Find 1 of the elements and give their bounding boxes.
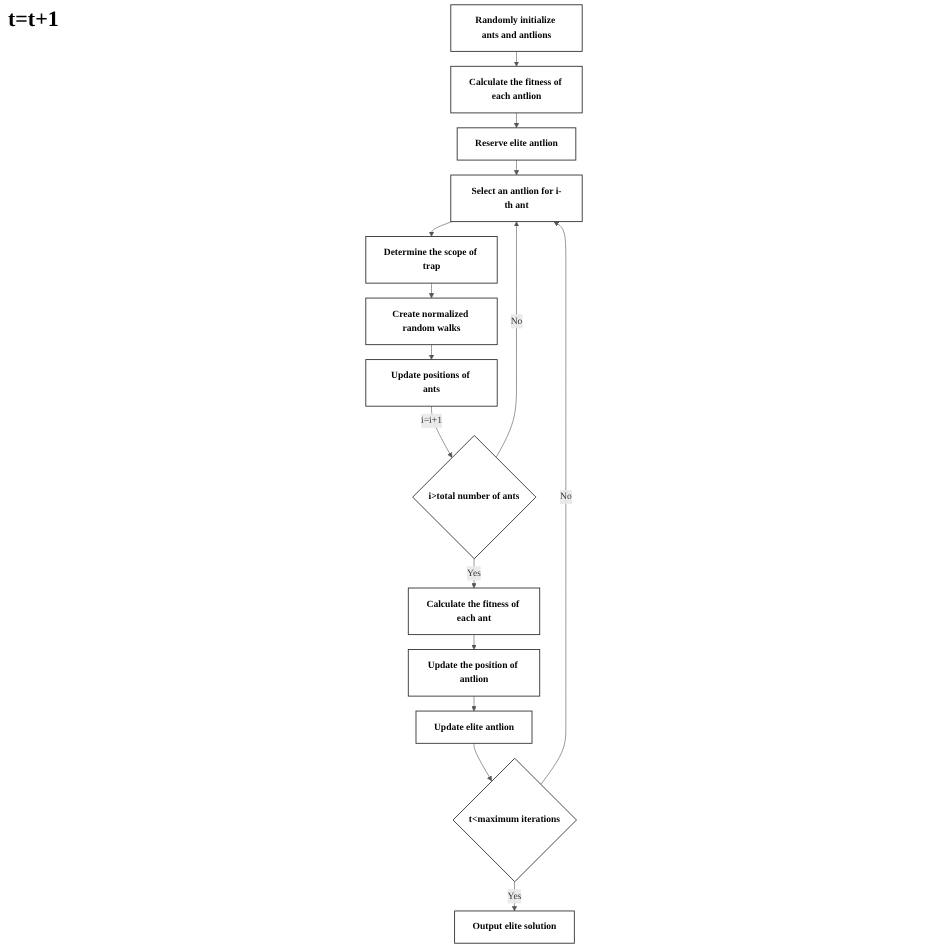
note-text: t=t+1 — [8, 8, 59, 32]
